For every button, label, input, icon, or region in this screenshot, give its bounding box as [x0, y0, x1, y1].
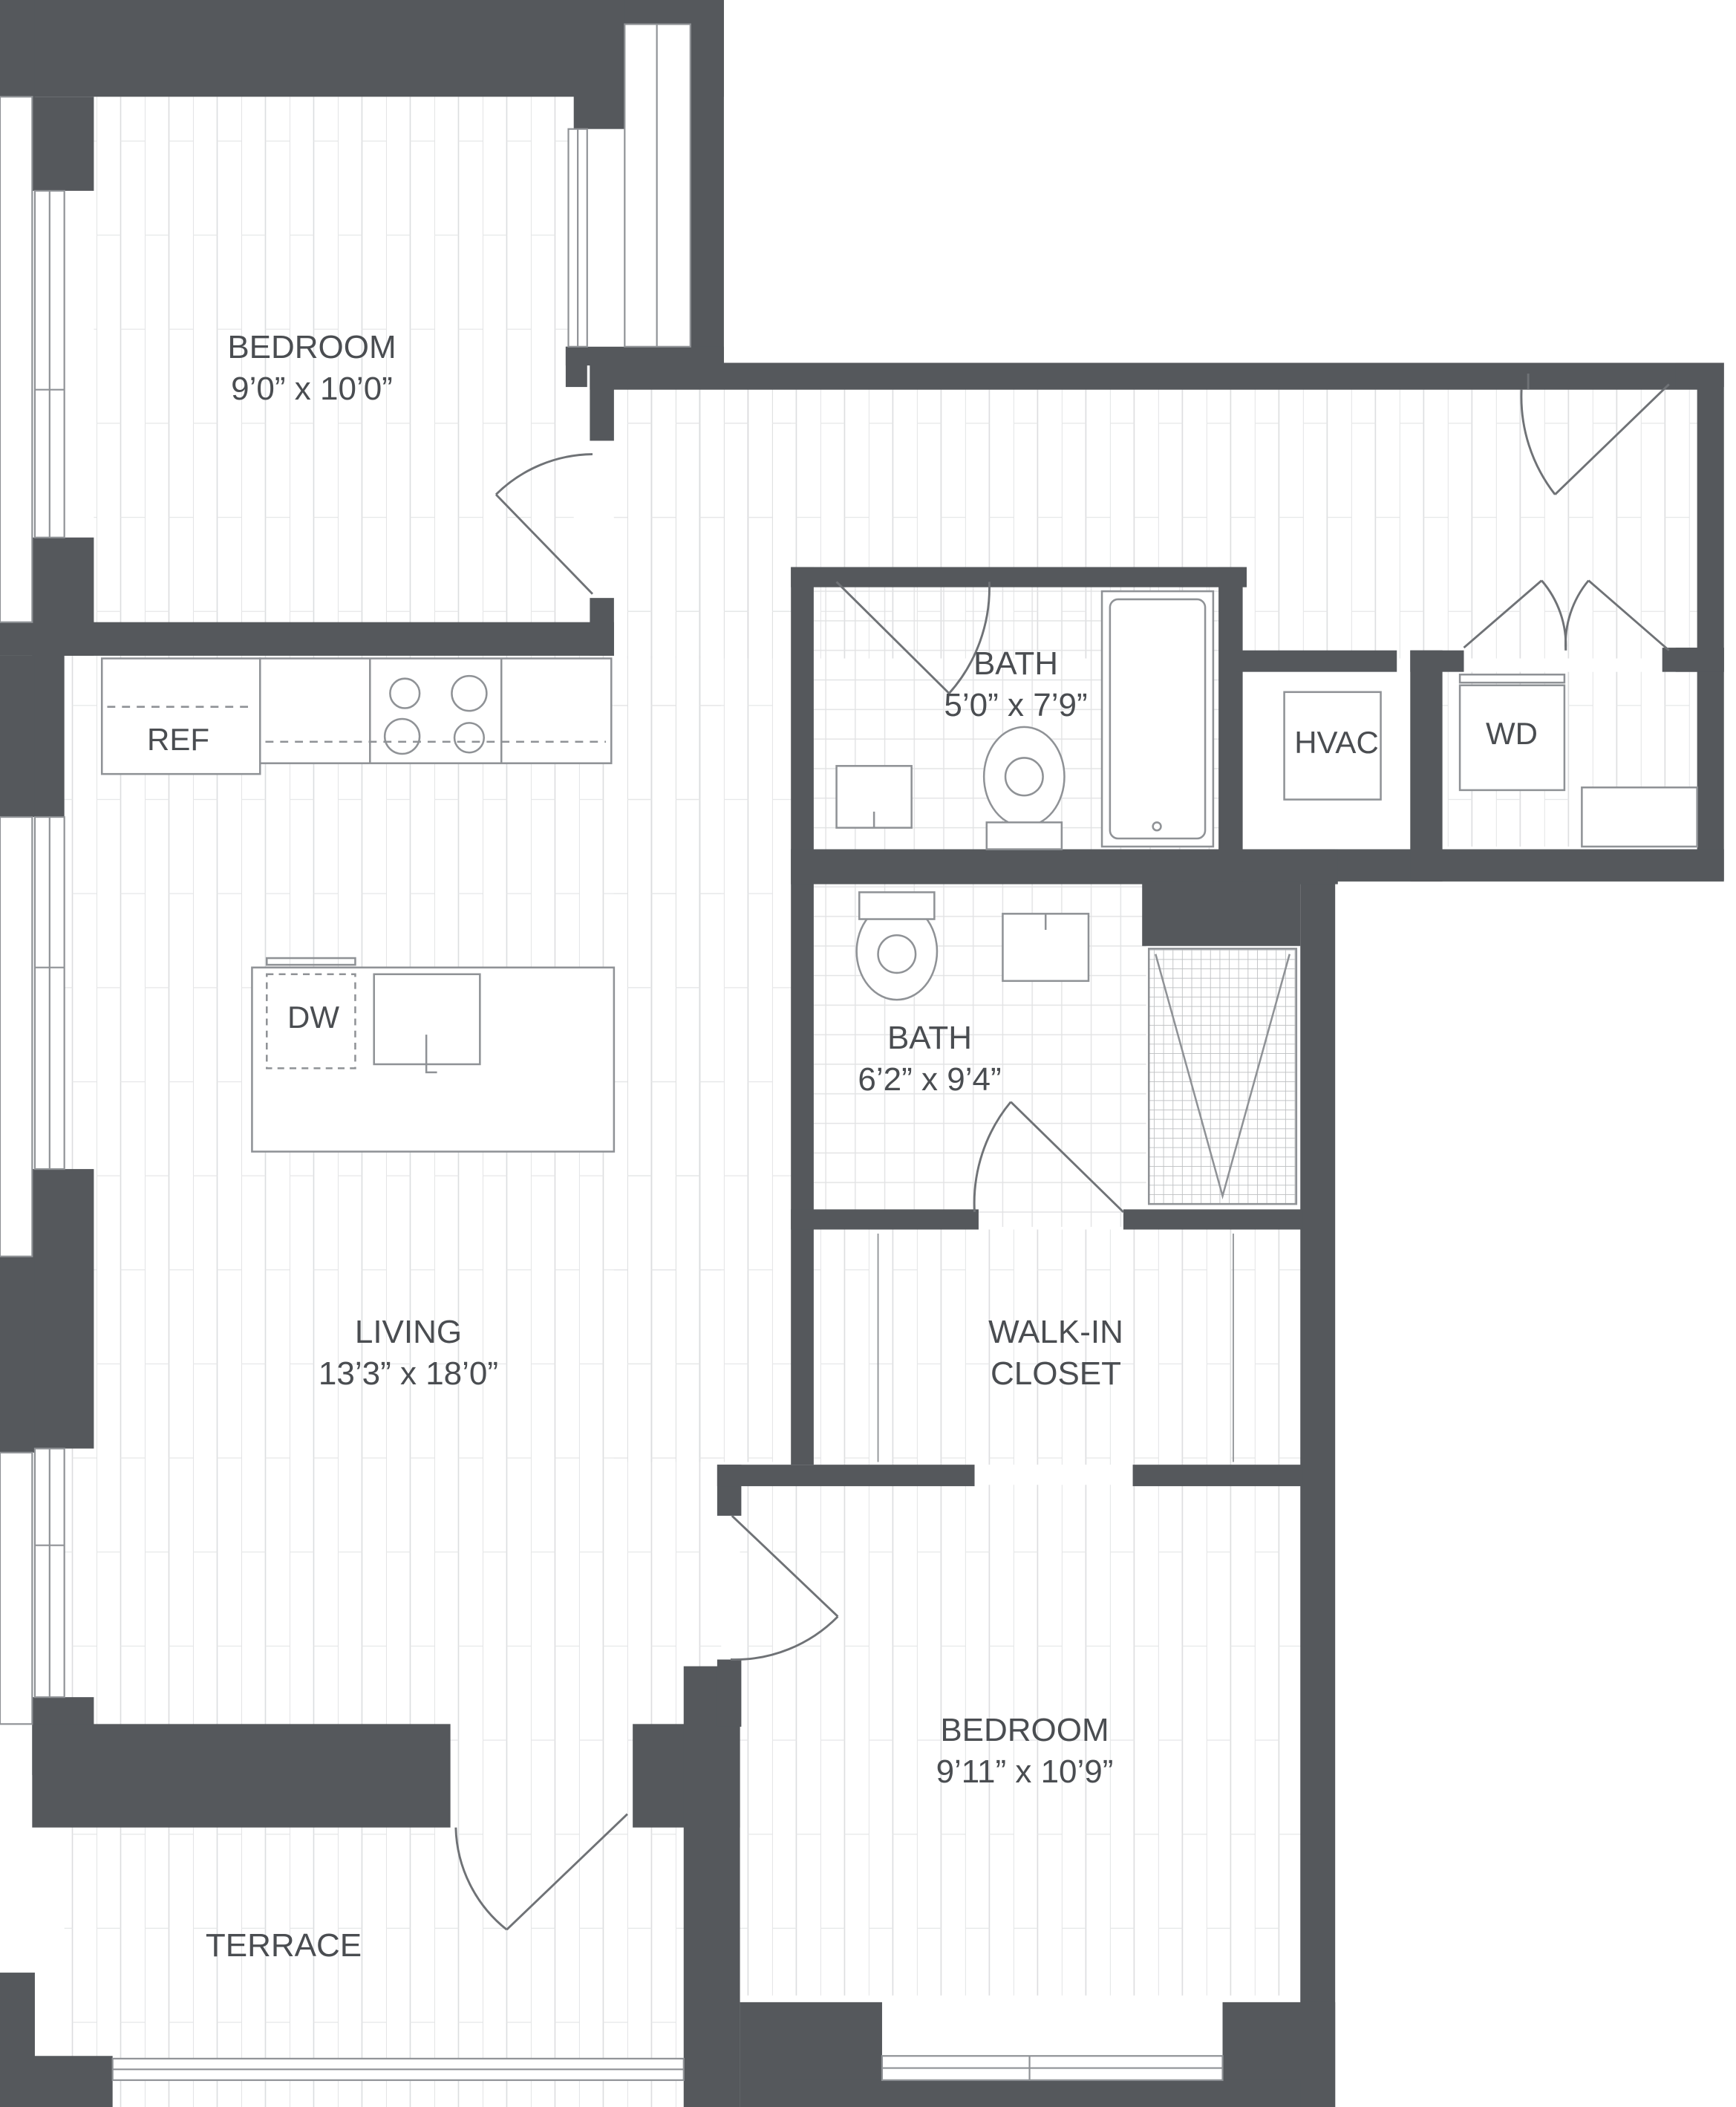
wall: [590, 362, 1723, 390]
wall: [717, 1465, 975, 1487]
kitchen: [100, 657, 616, 1153]
wall: [1123, 1209, 1303, 1230]
wall: [0, 1256, 35, 1453]
wall: [32, 97, 94, 191]
windows: [0, 23, 1224, 2081]
wall: [1218, 567, 1243, 882]
wall: [1300, 849, 1724, 882]
wall: [0, 655, 35, 818]
wall: [0, 622, 614, 656]
doors: [454, 373, 1670, 1931]
bedroom-2-floor: [740, 1485, 1303, 1996]
wall: [1132, 1465, 1303, 1487]
wall: [1410, 650, 1443, 882]
wall: [32, 1724, 451, 1828]
window: [0, 1451, 33, 1725]
hall-vertical-floor: [613, 387, 792, 1462]
wall: [1236, 650, 1397, 672]
window: [0, 815, 33, 1257]
burner: [389, 677, 421, 709]
wall: [590, 598, 614, 656]
wall: [791, 1209, 979, 1230]
burner: [383, 717, 421, 755]
wall: [32, 2056, 113, 2107]
burner: [453, 722, 486, 754]
wall: [0, 0, 35, 97]
wall: [32, 655, 65, 818]
dishwasher: [266, 973, 356, 1069]
refrigerator: [100, 657, 261, 775]
wall: [565, 346, 587, 388]
window: [0, 96, 33, 623]
shower: [1147, 948, 1298, 1205]
burner: [451, 674, 488, 712]
closet-floor: [813, 1229, 1303, 1465]
wall: [32, 1169, 94, 1449]
wall: [1697, 362, 1724, 881]
island: [251, 966, 616, 1153]
bedroom-1-floor: [94, 97, 574, 625]
wall: [0, 1973, 35, 2107]
wall: [791, 567, 814, 1465]
hvac-unit: [1283, 691, 1382, 801]
wall: [590, 362, 614, 441]
wall: [1300, 849, 1336, 2107]
wall: [573, 0, 625, 129]
wall: [791, 2080, 1301, 2107]
wall: [1675, 362, 1724, 388]
bath-fixtures: [835, 590, 1698, 1462]
wall: [565, 346, 724, 366]
counter: [258, 657, 613, 764]
wall: [791, 849, 1338, 885]
wall: [791, 567, 1247, 587]
wall: [1142, 881, 1301, 946]
wall: [683, 1666, 740, 2107]
living-floor: [64, 655, 722, 2107]
wall: [690, 0, 724, 366]
washer-dryer: [1458, 684, 1566, 792]
wall: [1662, 648, 1724, 672]
wall: [717, 1659, 742, 1727]
